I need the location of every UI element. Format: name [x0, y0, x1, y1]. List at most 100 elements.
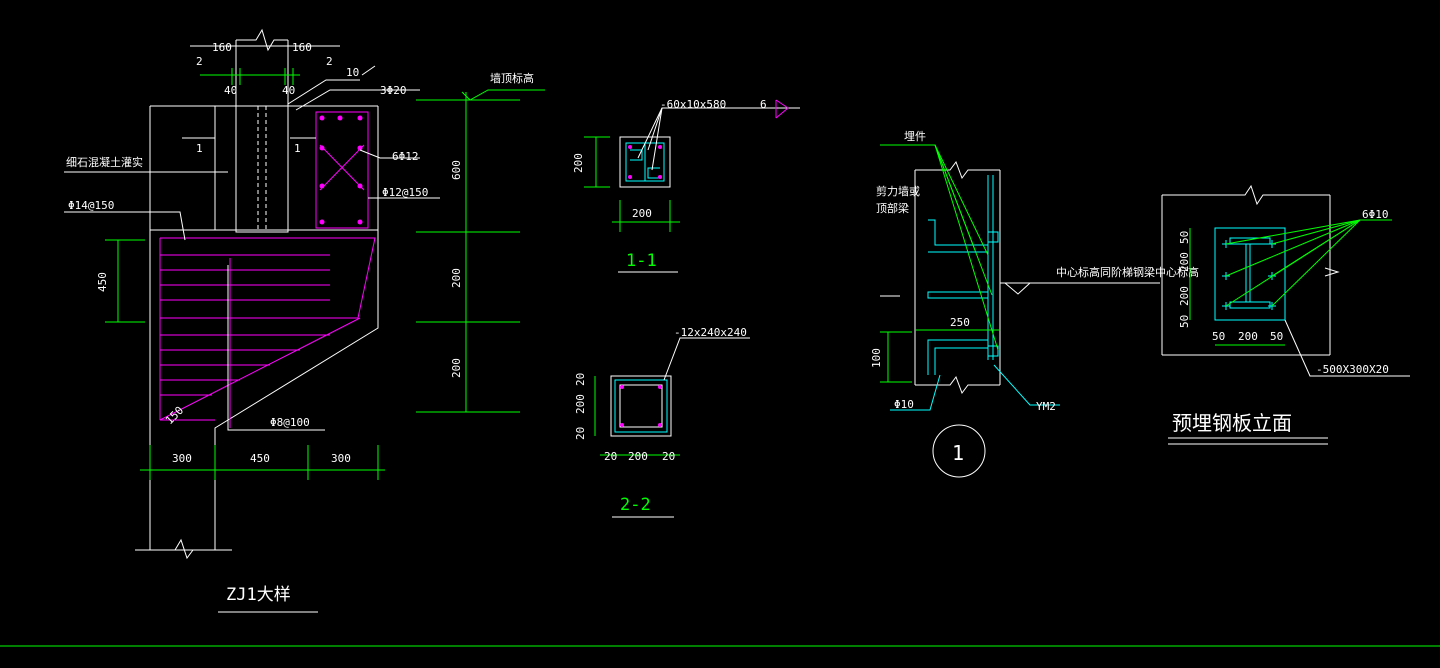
embed-flange-bottom — [1229, 301, 1271, 309]
detail-1-anchor-leader — [880, 144, 989, 256]
zj1-leader-slab — [64, 211, 186, 241]
detail-1-dim-250-label: 250 — [950, 316, 970, 329]
embed-bar-label: 6Φ10 — [1362, 208, 1389, 221]
embed-title: 预埋钢板立面 — [1172, 411, 1292, 435]
section-1-1-dot — [658, 145, 662, 149]
section-1-1-ref: 6 — [760, 98, 767, 111]
embed-bar-leader — [1271, 219, 1361, 307]
section-2-2-dot — [658, 423, 662, 427]
zj1-bar-top: 3Φ20 — [380, 84, 407, 97]
detail-1-bar-leader — [890, 374, 941, 411]
section-1-1-plate-left — [630, 149, 643, 161]
detail-1-beam-label: 顶部梁 — [876, 201, 909, 215]
embed-bottom-dim-1: 50 — [1212, 330, 1225, 343]
detail-1: 埋件 剪力墙或 顶部梁 中心标高同阶梯钢梁中心标高 250 100 Φ10 YM… — [870, 130, 1199, 478]
detail-1-wall-label: 剪力墙或 — [876, 184, 920, 198]
detail-1-dim-100-label: 100 — [870, 348, 883, 368]
detail-1-circle-no: 1 — [952, 441, 964, 465]
zj1-stirrup-base: Φ8@100 — [270, 416, 310, 429]
embed-left-dim-4: 50 — [1178, 315, 1191, 328]
zj1-base-outline — [149, 229, 379, 551]
detail-1-center-label: 中心标高同阶梯钢梁中心标高 — [1056, 265, 1199, 279]
section-1-1-leader-2 — [647, 107, 663, 151]
section-2-2-outline — [610, 375, 672, 437]
section-2-2-title: 2-2 — [620, 495, 651, 515]
zj1-rebar-dot — [319, 219, 325, 225]
zj1-dim-160-left: 160 — [212, 41, 232, 54]
zj1-leader-base — [227, 265, 325, 431]
zj1-section-mark-left: 1 — [196, 142, 203, 155]
zj1-rebar-dot — [319, 183, 325, 189]
detail-1-anchor-mid — [927, 291, 989, 299]
section-1-1-leader-3 — [651, 107, 663, 171]
section-2-2-plate — [614, 379, 668, 433]
zj1-bottom-dim-3: 300 — [331, 452, 351, 465]
section-1-1-dot — [658, 175, 662, 179]
section-2-2-bottom-3: 20 — [662, 450, 675, 463]
embed-left-dim-1: 50 — [1178, 231, 1191, 244]
zj1-dim-600: 600 — [450, 160, 463, 180]
zj1-fill-label: 细石混凝土灌实 — [66, 155, 143, 169]
embed-break-right — [1324, 267, 1340, 277]
zj1-rebar-dot — [357, 219, 363, 225]
zj1-rebar-dot — [357, 115, 363, 121]
zj1-column-cage — [315, 111, 369, 229]
section-2-2: -12x240x240 20 200 20 20 200 20 2-2 — [574, 326, 750, 518]
section-1-1-width: 200 — [632, 207, 652, 220]
zj1-base-break — [135, 538, 232, 560]
zj1-bar-slab: Φ14@150 — [68, 199, 114, 212]
zj1-stirrup-column: Φ12@150 — [382, 186, 428, 199]
embed-plate-label: -500X300X20 — [1316, 363, 1389, 376]
zj1-rebar-dot — [357, 183, 363, 189]
zj1-wall-top-label: 墙顶标高 — [490, 71, 534, 85]
embed-bottom-dim-2: 200 — [1238, 330, 1258, 343]
zj1-dim-40-right: 40 — [282, 84, 295, 97]
zj1-leader-tick — [361, 65, 376, 76]
detail-1-anchor-leader-2 — [934, 144, 999, 351]
zj1-dim-200-a: 200 — [450, 268, 463, 288]
section-1-1-height: 200 — [572, 153, 585, 173]
embed-left-dim-3: 200 — [1178, 286, 1191, 306]
zj1-post-break — [236, 28, 288, 52]
detail-1-anchor-bottom-2 — [934, 347, 988, 375]
section-1-1-outline — [619, 136, 671, 188]
zj1-rebar-dot — [319, 145, 325, 151]
zj1-section-mark-right: 1 — [294, 142, 301, 155]
detail-1-anchor-label: 埋件 — [904, 130, 926, 143]
detail-1-break-bottom — [915, 375, 1000, 395]
section-2-2-side-2: 200 — [574, 394, 587, 414]
zj1-leader-6phi12 — [359, 149, 420, 159]
zj1-dim-40-left: 40 — [224, 84, 237, 97]
zj1-leader-10 — [287, 79, 360, 105]
detail-1-center-marker — [1004, 282, 1031, 295]
embed-flange-top — [1229, 237, 1271, 245]
section-2-2-dot — [620, 385, 624, 389]
section-2-2-bottom-1: 20 — [604, 450, 617, 463]
section-1-1: -60x10x580 6 200 200 1-1 — [572, 98, 800, 273]
zj1-base-rebar-diag — [159, 317, 361, 421]
zj1-dim-200-b: 200 — [450, 358, 463, 378]
section-2-2-dot — [658, 385, 662, 389]
embed-plate — [1214, 227, 1286, 321]
zj1-dim-2-right: 2 — [326, 55, 333, 68]
zj1-dim-10: 10 — [346, 66, 359, 79]
zj1-leader-bar — [295, 89, 420, 111]
zj1-dim-2-left: 2 — [196, 55, 203, 68]
embed-bar-leader — [1225, 219, 1361, 277]
zj1-title: ZJ1大样 — [226, 585, 291, 605]
zj1-rebar-dot — [357, 145, 363, 151]
embed-bar-leader — [1225, 219, 1361, 245]
zj1-bar-side: 6Φ12 — [392, 150, 419, 163]
detail-1-anchor-top — [928, 219, 988, 246]
section-2-2-inner — [619, 384, 663, 428]
detail-1-circle — [932, 424, 986, 478]
embed-plate-leader — [1284, 319, 1410, 377]
zj1-dim-160-right: 160 — [292, 41, 312, 54]
detail-1-bar-label: Φ10 — [894, 398, 914, 411]
embed-bottom-dim-3: 50 — [1270, 330, 1283, 343]
detail-1-plate-tag: YM2 — [1036, 400, 1056, 413]
section-2-2-dot — [620, 423, 624, 427]
section-2-2-side-1: 20 — [574, 373, 587, 386]
section-2-2-leader — [663, 337, 750, 381]
